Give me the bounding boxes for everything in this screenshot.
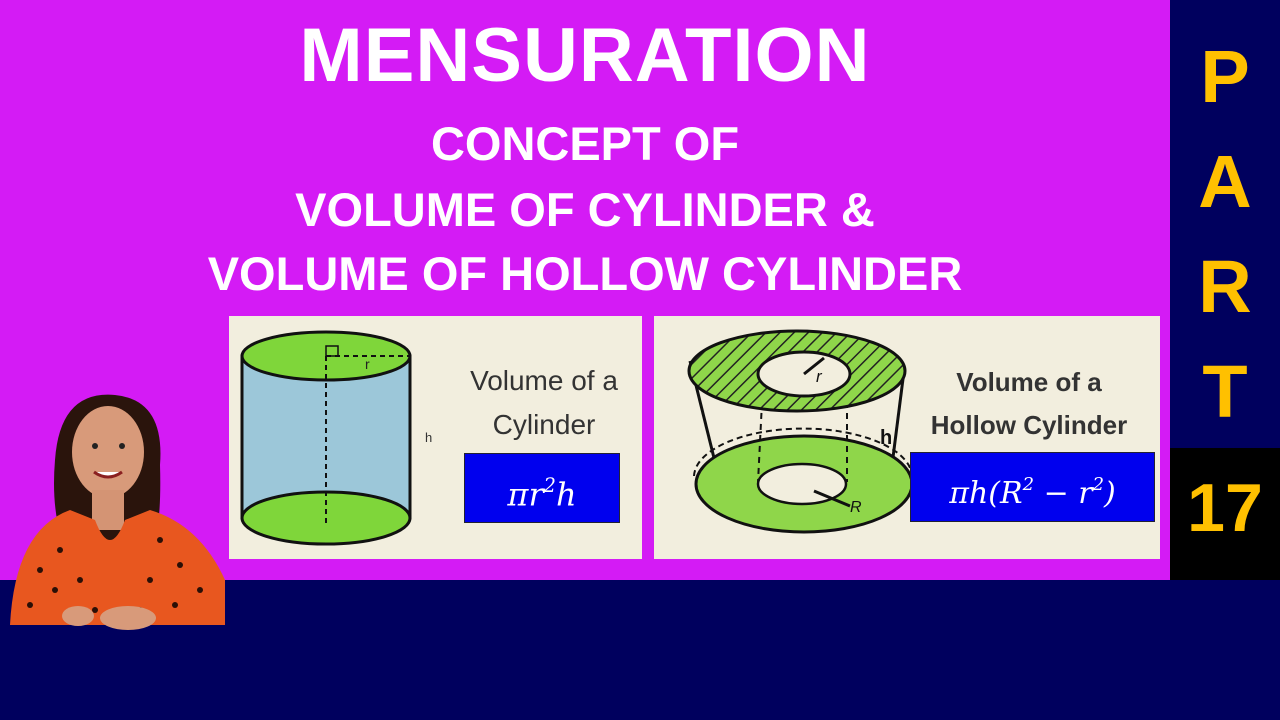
cylinder-formula: πr2h — [464, 453, 620, 523]
height-label: h — [425, 430, 433, 445]
page-title: MENSURATION — [299, 13, 871, 98]
hollow-label-line-2: Hollow Cylinder — [930, 410, 1128, 440]
hollow-cylinder-panel: r R h Volume of a Hollow Cylinder πh(R2 … — [654, 316, 1160, 559]
hollow-formula: πh(R2 − r2) — [910, 452, 1155, 522]
part-letter-p: P — [1200, 35, 1250, 118]
presenter-photo — [10, 394, 225, 630]
subtitle-line-3: VOLUME OF HOLLOW CYLINDER — [207, 247, 963, 300]
hollow-cylinder-diagram: r R h — [687, 329, 914, 534]
part-number-box: 17 — [1170, 448, 1280, 580]
part-letter-t: T — [1202, 350, 1248, 433]
part-sidebar: P A R T — [1170, 0, 1280, 580]
outer-radius-label: R — [850, 499, 862, 516]
inner-radius-label: r — [816, 367, 823, 386]
cylinder-label-line-2: Cylinder — [492, 409, 596, 440]
cylinder-diagram: r — [240, 330, 412, 546]
part-number: 17 — [1187, 470, 1263, 546]
subtitle-line-2: VOLUME OF CYLINDER & — [295, 183, 875, 236]
cylinder-panel: r h Volume of a Cylinder πr2h — [229, 316, 642, 559]
subtitle-line-1: CONCEPT OF — [430, 117, 740, 170]
hollow-label-line-1: Volume of a — [956, 367, 1102, 397]
part-letter-r: R — [1198, 245, 1252, 328]
hollow-height-label: h — [880, 427, 892, 449]
radius-label: r — [365, 356, 370, 372]
cylinder-label-line-1: Volume of a — [470, 365, 618, 396]
part-letter-a: A — [1198, 140, 1252, 223]
